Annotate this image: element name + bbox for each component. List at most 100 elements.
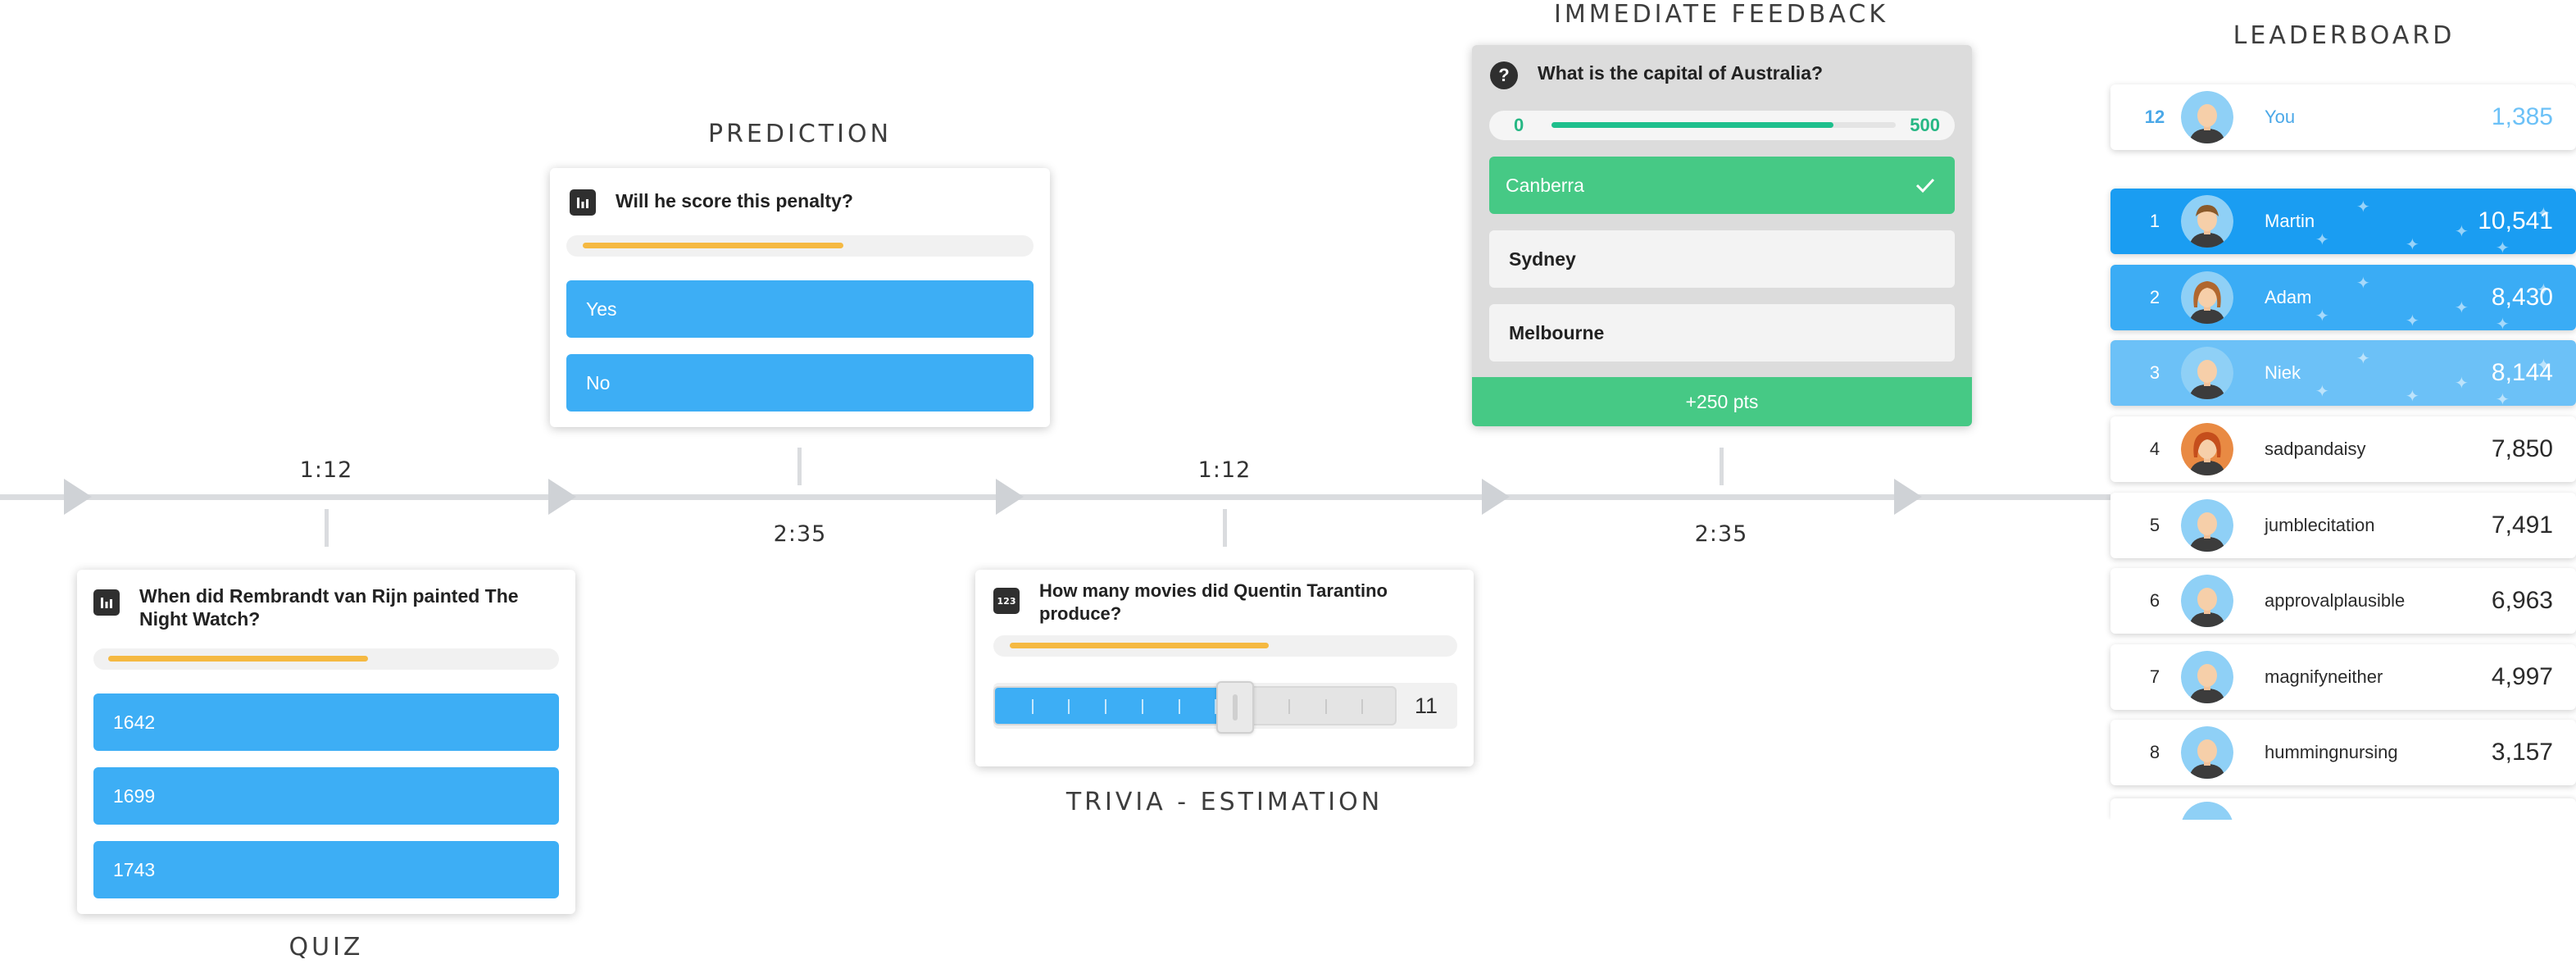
question-text: When did Rembrandt van Rijn painted The … — [139, 585, 519, 630]
timestamp-label: 2:35 — [773, 521, 827, 547]
timer-bar — [566, 235, 1034, 257]
slider-value: 11 — [1415, 693, 1438, 718]
answer-button[interactable]: 1642 — [93, 693, 559, 751]
rank: 12 — [2144, 107, 2165, 127]
estimation-slider[interactable] — [993, 686, 1397, 725]
sparkle-icon: ✦ — [2356, 198, 2370, 216]
question-text: What is the capital of Australia? — [1538, 62, 1824, 84]
leaderboard-row[interactable]: 4 sadpandaisy 7,850 — [2110, 416, 2576, 482]
range-track — [1552, 122, 1896, 128]
question-text: How many movies did Quentin Tarantino pr… — [1039, 580, 1388, 624]
section-label-quiz: QUIZ — [288, 933, 364, 962]
sparkle-icon: ✦ — [2315, 307, 2329, 325]
fade-mask — [2098, 820, 2576, 964]
leaderboard-row-you[interactable]: 12 You 1,385 — [2110, 84, 2576, 150]
question-text: Will he score this penalty? — [616, 190, 853, 211]
player-name: Niek — [2265, 362, 2301, 383]
sparkle-icon: ✦ — [2406, 236, 2419, 254]
play-arrow-icon — [548, 479, 576, 515]
avatar — [2181, 575, 2233, 627]
question-row: ? What is the capital of Australia? — [1490, 61, 1823, 89]
player-name: approvalplausible — [2265, 590, 2406, 611]
answer-option[interactable]: Melbourne — [1489, 304, 1955, 362]
player-name: Adam — [2265, 287, 2312, 307]
slider-handle[interactable] — [1216, 681, 1254, 734]
play-arrow-icon — [1894, 479, 1922, 515]
avatar — [2181, 651, 2233, 703]
timeline-line — [0, 494, 2110, 500]
player-name: magnifyneither — [2265, 666, 2383, 687]
timestamp-label: 2:35 — [1694, 521, 1748, 547]
section-label-leaderboard: LEADERBOARD — [2233, 21, 2456, 50]
slider-tick — [1288, 699, 1290, 714]
timer-bar — [993, 635, 1457, 657]
answer-button[interactable]: 1743 — [93, 841, 559, 898]
handle-grip — [1233, 694, 1238, 721]
quiz-card: When did Rembrandt van Rijn painted The … — [77, 570, 575, 914]
rank: 8 — [2149, 742, 2160, 762]
answer-option[interactable]: Sydney — [1489, 230, 1955, 288]
sparkle-icon: ✦ — [2406, 388, 2419, 406]
slider-tick — [1179, 699, 1180, 714]
correct-answer-option[interactable]: Canberra — [1489, 157, 1955, 214]
points-earned-banner: +250 pts — [1472, 377, 1972, 426]
answer-button[interactable]: 1699 — [93, 767, 559, 825]
play-arrow-icon — [64, 479, 92, 515]
timer-fill — [108, 656, 368, 662]
player-score: 4,997 — [2491, 663, 2553, 690]
avatar — [2181, 423, 2233, 475]
question-row: When did Rembrandt van Rijn painted The … — [93, 584, 525, 630]
avatar — [2181, 802, 2233, 820]
slider-ticks — [995, 688, 1395, 724]
question-icon: ? — [1490, 61, 1518, 89]
player-name: sadpandaisy — [2265, 439, 2366, 459]
timeline-tick — [797, 448, 802, 485]
player-name: You — [2265, 107, 2296, 127]
sparkle-icon: ✦ — [2406, 312, 2419, 330]
player-score: 8,144 — [2491, 359, 2553, 386]
player-score: 8,430 — [2491, 284, 2553, 311]
player-score: 7,850 — [2491, 435, 2553, 462]
avatar — [2181, 91, 2233, 143]
number-123-icon: 123 — [993, 588, 1020, 614]
bar-chart-icon — [93, 589, 120, 616]
bar-chart-icon — [570, 189, 596, 216]
rank: 1 — [2149, 211, 2160, 231]
player-name: Martin — [2265, 211, 2315, 231]
sparkle-icon: ✦ — [2537, 281, 2551, 299]
player-score: 1,385 — [2491, 103, 2553, 130]
rank: 4 — [2149, 439, 2160, 459]
slider-tick — [1142, 699, 1143, 714]
slider-tick — [1032, 699, 1034, 714]
sparkle-icon: ✦ — [2455, 223, 2469, 241]
answer-button[interactable]: Yes — [566, 280, 1034, 338]
sparkle-icon: ✦ — [2537, 205, 2551, 223]
answer-button[interactable]: No — [566, 354, 1034, 412]
slider-tick — [1361, 699, 1363, 714]
avatar — [2181, 271, 2233, 324]
timestamp-label: 1:12 — [299, 457, 353, 483]
player-score: 3,157 — [2491, 739, 2553, 766]
rank: 6 — [2149, 590, 2160, 611]
trivia-card: 123 How many movies did Quentin Tarantin… — [975, 570, 1474, 766]
timer-fill — [583, 243, 843, 248]
timeline-tick — [1720, 448, 1724, 485]
answer-text: Canberra — [1506, 174, 1584, 196]
points-range-bar: 0 500 — [1489, 111, 1955, 140]
sparkle-icon: ✦ — [2455, 299, 2469, 317]
player-name: jumblecitation — [2265, 515, 2375, 535]
avatar — [2181, 195, 2233, 248]
timer-bar — [93, 648, 559, 670]
timeline-tick — [1223, 509, 1227, 547]
section-label-trivia-estimation: TRIVIA - ESTIMATION — [1065, 788, 1383, 816]
slider-tick — [1105, 699, 1106, 714]
avatar — [2181, 726, 2233, 779]
slider-fill — [995, 688, 1237, 724]
